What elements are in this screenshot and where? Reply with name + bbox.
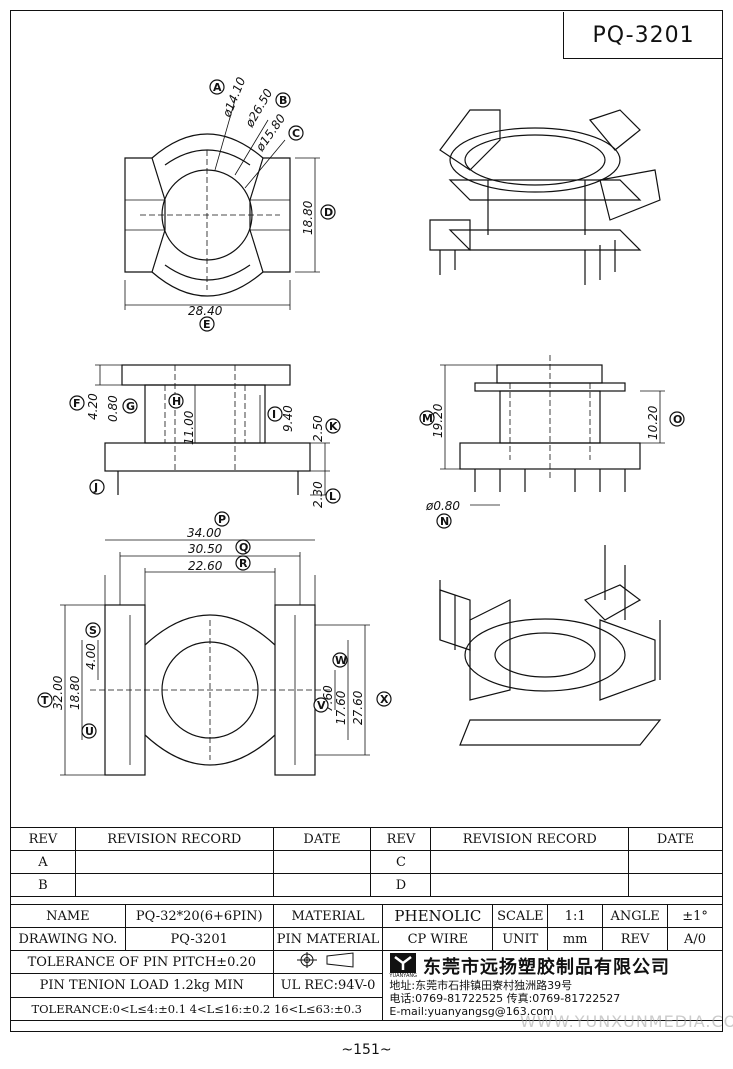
dim-side-g: 0.80 (106, 395, 120, 422)
material-value: PHENOLIC (382, 904, 494, 928)
angle-label: ANGLE (602, 904, 669, 928)
label-m: M (422, 412, 433, 425)
page-number: ~151~ (341, 1042, 392, 1058)
company-name: 东莞市远扬塑胶制品有限公司 (423, 957, 670, 978)
drawing-title: PQ-3201 (563, 12, 723, 59)
dim-bottom-q: 30.50 (188, 542, 223, 556)
watermark: WWW.YUNXUNMEDIA.COM (520, 1012, 733, 1031)
pin-material-value: CP WIRE (382, 927, 494, 951)
isometric-view-bottom (439, 545, 662, 746)
label-h: H (172, 395, 181, 408)
pin-tension: PIN TENION LOAD 1.2kg MIN (10, 973, 274, 998)
rev-c: C (370, 850, 432, 874)
projection-icon (297, 952, 354, 969)
scale-value: 1:1 (547, 904, 604, 928)
date-header-left: DATE (272, 827, 372, 851)
dim-front-m: 19.20 (431, 403, 445, 438)
label-u: U (85, 725, 94, 738)
label-r: R (239, 557, 248, 570)
dim-side-l: 2.30 (311, 481, 325, 508)
drawing-no-label: DRAWING NO. (10, 927, 126, 951)
company-email: E-mail:yuanyangsg@163.com (389, 1005, 554, 1018)
company-phone: 电话:0769-81722525 传真:0769-81722527 (389, 992, 621, 1005)
general-tolerance: TOLERANCE:0<L≤4:±0.1 4<L≤16:±0.2 16<L≤63… (9, 996, 384, 1022)
rev-header-left: REV (10, 827, 76, 851)
ul-rating: UL REC:94V-0 (272, 973, 384, 998)
dim-top-width: 28.40 (188, 304, 223, 318)
record-header-right: REVISION RECORD (430, 827, 630, 851)
pin-material-label: PIN MATERIAL (272, 927, 384, 951)
unit-value: mm (547, 927, 604, 951)
rev-label: REV (602, 927, 669, 951)
dim-bottom-p: 34.00 (187, 526, 222, 540)
label-t: T (41, 694, 49, 707)
rev-b: B (10, 873, 76, 897)
front-view (440, 355, 665, 506)
isometric-view-top (429, 109, 661, 285)
label-l: L (329, 490, 336, 503)
dim-front-n: ø0.80 (425, 499, 460, 513)
unit-label: UNIT (492, 927, 549, 951)
label-p: P (218, 513, 226, 526)
dim-side-h: 11.00 (182, 410, 196, 445)
technical-drawing: A ø14.10 ø26.50 B ø15.80 C 18.80 D 28.40… (37, 75, 685, 776)
label-v: V (317, 699, 326, 712)
company-block: YUANYANG 东莞市远扬塑胶制品有限公司 地址:东莞市石排镇田寮村独洲路39… (382, 950, 723, 1021)
rev-a: A (10, 850, 76, 874)
dim-front-o: 10.20 (646, 405, 660, 440)
pin-pitch-tolerance: TOLERANCE OF PIN PITCH±0.20 (10, 949, 274, 975)
label-i: I (272, 408, 276, 421)
material-label: MATERIAL (272, 904, 384, 928)
revision-table: REV REVISION RECORD DATE REV REVISION RE… (10, 827, 723, 897)
dim-bottom-s: 4.00 (84, 643, 98, 670)
label-s: S (89, 624, 97, 637)
top-view (124, 99, 320, 310)
name-label: NAME (10, 904, 126, 928)
drawing-sheet (10, 10, 723, 1032)
dim-top-height: 18.80 (301, 200, 315, 235)
angle-value: ±1° (667, 904, 723, 928)
side-view (95, 364, 330, 496)
dim-side-k: 2.50 (311, 415, 325, 442)
label-b: B (279, 94, 287, 107)
label-x: X (380, 693, 389, 706)
label-j: J (93, 481, 98, 494)
dim-side-i: 9.40 (281, 405, 295, 432)
drawing-no-value: PQ-3201 (124, 927, 274, 951)
label-g: G (126, 400, 135, 413)
record-header-left: REVISION RECORD (74, 827, 274, 851)
label-n: N (440, 515, 449, 528)
projection-symbol (272, 949, 384, 975)
date-header-right: DATE (628, 827, 723, 851)
dim-bottom-w: 17.60 (334, 690, 348, 725)
dim-side-f: 4.20 (86, 393, 100, 420)
label-k: K (329, 420, 338, 433)
dim-bottom-r: 22.60 (188, 559, 223, 573)
company-address: 地址:东莞市石排镇田寮村独洲路39号 (389, 979, 573, 992)
label-f: F (73, 397, 81, 410)
rev-header-right: REV (370, 827, 432, 851)
dim-bottom-u: 18.80 (68, 675, 82, 710)
scale-label: SCALE (492, 904, 549, 928)
label-e: E (203, 318, 211, 331)
label-o: O (673, 413, 682, 426)
rev-d: D (370, 873, 432, 897)
label-a: A (213, 81, 222, 94)
dim-bottom-x: 27.60 (351, 690, 365, 725)
dim-bottom-t: 32.00 (51, 675, 65, 710)
dim-phi-a: ø14.10 (219, 75, 248, 120)
label-q: Q (239, 541, 248, 554)
label-c: C (292, 127, 300, 140)
bottom-view (60, 539, 370, 776)
label-d: D (324, 206, 333, 219)
title-block: NAME PQ-32*20(6+6PIN) MATERIAL PHENOLIC … (9, 904, 723, 1022)
company-logo-icon: YUANYANG (389, 953, 417, 979)
name-value: PQ-32*20(6+6PIN) (124, 904, 274, 928)
label-w: W (335, 654, 347, 667)
rev-value: A/0 (667, 927, 723, 951)
